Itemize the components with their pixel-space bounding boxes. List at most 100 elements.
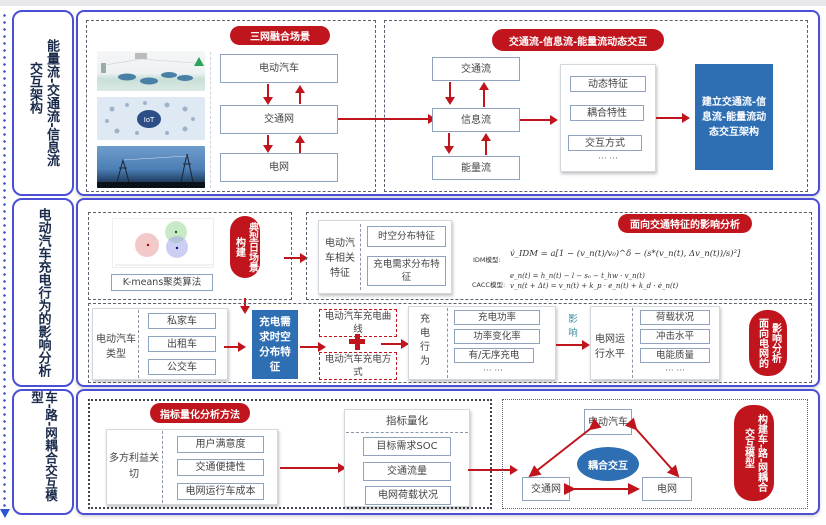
row2-label-text: 电动汽车充电行为的影响分析 [35,208,51,377]
grid-level-label: 电网运行水平 [595,334,625,360]
kmeans-label: K-means聚类算法 [111,274,213,291]
scenario-title: 三网融合场景 [230,26,330,45]
power-grid-image [97,146,205,188]
metric-user-satisfaction: 用户满意度 [177,436,264,453]
feature-coupling: 耦合特性 [570,105,644,121]
cacc-label: CACC模型: [472,281,506,289]
quantify-divider [346,432,468,433]
coupling-pill: 构建车-路-网耦合 交互模型 [734,405,774,501]
method-title: 指标量化分析方法 [150,403,250,423]
grid-metric-impact: 冲击水平 [640,329,710,344]
grid-metric-ellipsis: ··· ··· [664,366,686,376]
plus-icon-v [355,334,360,350]
metric-traffic-convenience: 交通便捷性 [177,459,264,476]
coupling-pill-line2: 交互模型 [742,427,754,468]
ev-type-bus: 公交车 [148,359,216,375]
behavior-divider [447,308,448,378]
dotted-guide-line [3,12,6,508]
feature-dynamic: 动态特征 [570,76,646,92]
scenario-divider [210,52,211,188]
behavior-label: 充电行为 [420,314,430,367]
method-group [88,399,492,509]
arrow-to-coupling [468,465,518,475]
arrow-to-result [656,113,690,123]
ev-type-taxi: 出租车 [148,336,216,352]
svg-text:IoT: IoT [144,116,155,124]
arrow-up-3 [479,82,489,107]
car-icons [101,53,204,85]
behavior-ellipsis: ··· ··· [482,366,504,376]
arrow-down-1 [263,84,273,105]
feature-interaction-mode: 交互方式 [568,135,642,151]
grid-metric-load: 荷载状况 [640,310,710,325]
arrow-ev-grid [624,417,680,478]
ev-feature-spatiotemporal: 时空分布特征 [367,226,446,247]
cacc-formula-1: e_n(t) = h_n(t) − l − s₀ − t_hw · v_n(t) [510,272,645,280]
coupling-node-traffic: 交通网 [522,477,570,501]
quantify-grid-load: 电网荷载状况 [365,486,451,505]
charge-curve-box: 电动汽车充电曲线 [319,309,397,337]
idm-label: IDM模型: [473,256,501,264]
row2-panel: K-means聚类算法 典型日场景 构建 电动汽车相关特征 时空分布特征 充电需… [76,198,820,387]
row1-label-line2: 交互架构 [27,61,42,114]
arrow-up-4 [481,133,491,155]
ev-type-private: 私家车 [148,313,216,329]
interaction-title: 交通流-信息流-能量流动态交互 [492,29,664,51]
down-triangle-icon [0,509,10,518]
arrow-up-1 [295,85,305,104]
stakeholder-divider [162,431,163,503]
arrow-down-3 [445,82,455,105]
arrow-down-2 [263,135,273,153]
behavior-power: 充电功率 [454,310,540,325]
ev-type-divider [138,310,139,378]
typical-day-pill-line2: 构建 [233,237,245,257]
arrow-to-behavior [381,339,409,349]
arrow-to-features [520,115,558,125]
node-power-grid: 电网 [220,153,338,182]
row1-panel: 三网融合场景 IoT [76,10,820,196]
kmeans-scatter-plot [112,218,214,268]
grid-impact-pill: 影响分析 面向电网的 [749,310,787,376]
node-traffic-network: 交通网 [220,105,338,134]
ev-features-divider [360,224,361,290]
ev-feature-demand: 充电需求分布特征 [367,256,446,286]
stakeholder-label: 多方利益关切 [109,453,159,480]
arrow-to-quantify [280,463,346,473]
flow-information: 信息流 [432,108,520,132]
grid-impact-pill-line1: 面向电网的 [756,318,768,368]
demand-box: 充电需求时空分布特征 [252,310,298,379]
row1-label: 能量流-交通流-信息流 交互架构 [12,10,74,196]
quantify-soc: 目标需求SOC [363,437,451,456]
traffic-analysis-title: 面向交通特征的影响分析 [618,214,752,233]
arrow-down-4 [444,133,454,154]
coupling-pill-line1: 构建车-路-网耦合 [755,413,767,493]
arrow-to-charge-curve [300,342,326,352]
features-ellipsis: ··· ··· [597,154,619,164]
arrow-to-ev-features [284,253,308,263]
quantify-traffic-flow: 交通流量 [363,462,451,481]
behavior-ordered: 有/无序充电 [454,348,534,363]
node-ev: 电动汽车 [220,54,338,83]
row1-label-line1: 能量流-交通流-信息流 [44,39,59,167]
idm-formula: v̇_IDM = a[1 − (v_n(t)/v₀)^δ − (s*(v_n(t… [510,249,741,259]
coupling-arrows [528,417,680,495]
grid-level-divider [632,308,633,378]
ev-type-label: 电动汽车类型 [96,334,136,360]
coupling-center: 耦合交互 [577,447,639,481]
iot-network-image: IoT [97,97,205,140]
typical-day-pill: 典型日场景 构建 [230,216,260,278]
interaction-group [384,20,808,192]
arrow-up-2 [295,135,305,153]
scenario-group [86,20,376,192]
grid-analysis-group [88,303,812,383]
arrow-ev-traffic [528,418,602,478]
arrow-to-grid-level [556,340,590,350]
influence-label: 影响 [568,314,578,339]
cacc-formula-2: v_n(t + Δt) = v_n(t) + k_p · e_n(t) + k_… [510,282,679,290]
flow-energy: 能量流 [432,156,520,180]
vehicle-road-image [97,51,205,91]
behavior-power-rate: 功率变化率 [454,329,540,344]
coupling-node-grid: 电网 [642,477,692,501]
arrow-to-demand [224,342,246,352]
grid-metric-quality: 电能质量 [640,348,710,363]
